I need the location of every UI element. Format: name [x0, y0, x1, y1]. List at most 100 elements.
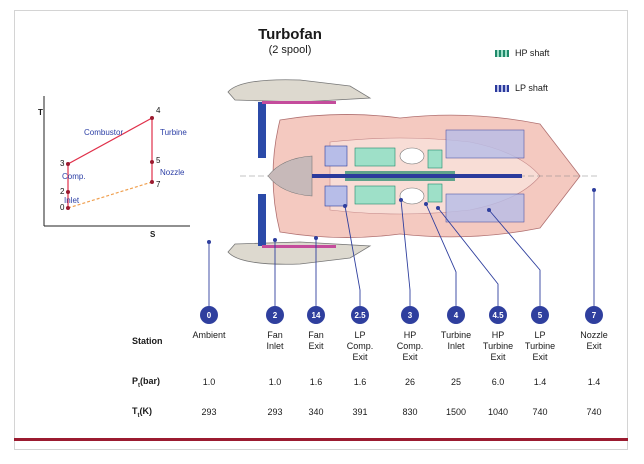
hp-turbine-lower	[427, 183, 443, 203]
leader-dot-7	[592, 188, 596, 192]
ts-num-4: 4	[156, 106, 161, 115]
pressure-value-4: 25	[450, 377, 461, 387]
diagram-title: Turbofan	[258, 26, 322, 43]
leader-2.5	[344, 205, 361, 306]
ts-y-axis-label: T	[38, 108, 43, 117]
station-badge-7: 7	[585, 306, 603, 324]
ts-point-4	[150, 116, 154, 120]
station-name-4.5: HP Turbine Exit	[482, 330, 514, 362]
station-name-14: Fan Exit	[308, 330, 324, 351]
fan-band-upper	[262, 101, 336, 104]
temperature-value-7: 740	[586, 407, 602, 417]
leader-dot-2.5	[343, 204, 347, 208]
ts-point-0	[66, 206, 70, 210]
station-name-3: HP Comp. Exit	[396, 330, 424, 362]
temperature-symbol: T	[132, 406, 138, 416]
station-badge-2.5: 2.5	[351, 306, 369, 324]
lp-turbine-lower	[445, 193, 525, 223]
station-badge-4: 4	[447, 306, 465, 324]
leader-dot-5	[487, 208, 491, 212]
legend-lp-shaft: LP shaft	[495, 83, 548, 93]
ts-label-inlet: Inlet	[64, 196, 80, 205]
temperature-value-2.5: 391	[352, 407, 368, 417]
ts-cycle-solid	[67, 116, 153, 208]
station-leader-lines	[208, 190, 595, 306]
lp-shaft-swatch	[495, 84, 509, 92]
slide-frame	[14, 10, 628, 450]
ts-label-nozzle: Nozzle	[160, 168, 185, 177]
row-header-temperature: Tt(K)	[132, 406, 152, 419]
leader-dot-14	[314, 236, 318, 240]
temperature-value-5: 740	[532, 407, 548, 417]
leader-3	[400, 199, 411, 306]
temperature-subscript: t	[137, 412, 140, 419]
ts-num-3: 3	[60, 159, 65, 168]
fan-blade-lower	[258, 194, 266, 246]
combustor-upper	[399, 147, 425, 165]
leader-5	[488, 209, 541, 306]
station-name-2: Fan Inlet	[266, 330, 284, 351]
ts-point-2	[66, 190, 70, 194]
row-header-pressure: Pt(bar)	[132, 376, 160, 389]
ts-x-axis-label: S	[150, 230, 156, 239]
ts-point-7	[150, 180, 154, 184]
station-badge-4.5: 4.5	[489, 306, 507, 324]
station-name-7: Nozzle Exit	[580, 330, 608, 351]
ts-label-comp: Comp.	[62, 172, 86, 181]
temperature-value-0: 293	[201, 407, 217, 417]
row-header-station: Station	[132, 336, 163, 346]
pressure-value-7: 1.4	[587, 377, 601, 387]
leader-dot-3	[399, 198, 403, 202]
fan-band-lower	[262, 245, 336, 248]
hp-compressor-upper	[354, 147, 396, 167]
station-badge-3: 3	[401, 306, 419, 324]
station-name-5: LP Turbine Exit	[524, 330, 556, 362]
legend-lp-label: LP shaft	[515, 83, 548, 93]
temperature-value-14: 340	[308, 407, 324, 417]
pressure-unit: (bar)	[140, 376, 161, 386]
ts-num-2: 2	[60, 187, 65, 196]
nacelle-upper	[227, 79, 372, 103]
lp-turbine-upper	[445, 129, 525, 159]
leader-dot-4.5	[436, 206, 440, 210]
fan-blade-upper	[258, 102, 266, 158]
pressure-value-4.5: 6.0	[491, 377, 505, 387]
leader-dot-2	[273, 238, 277, 242]
pressure-value-14: 1.6	[309, 377, 323, 387]
temperature-value-2: 293	[267, 407, 283, 417]
lp-compressor-lower	[324, 185, 348, 207]
temperature-value-3: 830	[402, 407, 418, 417]
legend-hp-shaft: HP shaft	[495, 48, 549, 58]
pressure-value-2: 1.0	[268, 377, 282, 387]
station-name-2.5: LP Comp. Exit	[346, 330, 374, 362]
station-badge-5: 5	[531, 306, 549, 324]
pressure-subscript: t	[138, 382, 141, 389]
leader-4.5	[437, 207, 499, 306]
lp-compressor-upper	[324, 145, 348, 167]
ts-num-7: 7	[156, 180, 161, 189]
temperature-value-4: 1500	[445, 407, 467, 417]
pressure-symbol: P	[132, 376, 139, 386]
combustor-lower	[399, 187, 425, 205]
hp-compressor-lower	[354, 185, 396, 205]
station-badge-2: 2	[266, 306, 284, 324]
leader-dot-0	[207, 240, 211, 244]
ts-label-combustor: Combustor	[84, 128, 124, 137]
ts-point-5	[150, 160, 154, 164]
pressure-value-5: 1.4	[533, 377, 547, 387]
legend-hp-label: HP shaft	[515, 48, 550, 58]
ts-point-3	[66, 162, 70, 166]
station-badge-14: 14	[307, 306, 325, 324]
pressure-value-2.5: 1.6	[353, 377, 367, 387]
diagram-subtitle: (2 spool)	[268, 44, 312, 56]
leader-dot-4	[424, 202, 428, 206]
ts-label-turbine: Turbine	[160, 128, 187, 137]
pressure-value-0: 1.0	[202, 377, 216, 387]
temperature-unit: (K)	[139, 406, 153, 416]
temperature-value-4.5: 1040	[487, 407, 509, 417]
station-name-0: Ambient	[192, 330, 226, 340]
ts-num-5: 5	[156, 156, 161, 165]
lp-shaft	[312, 174, 522, 178]
